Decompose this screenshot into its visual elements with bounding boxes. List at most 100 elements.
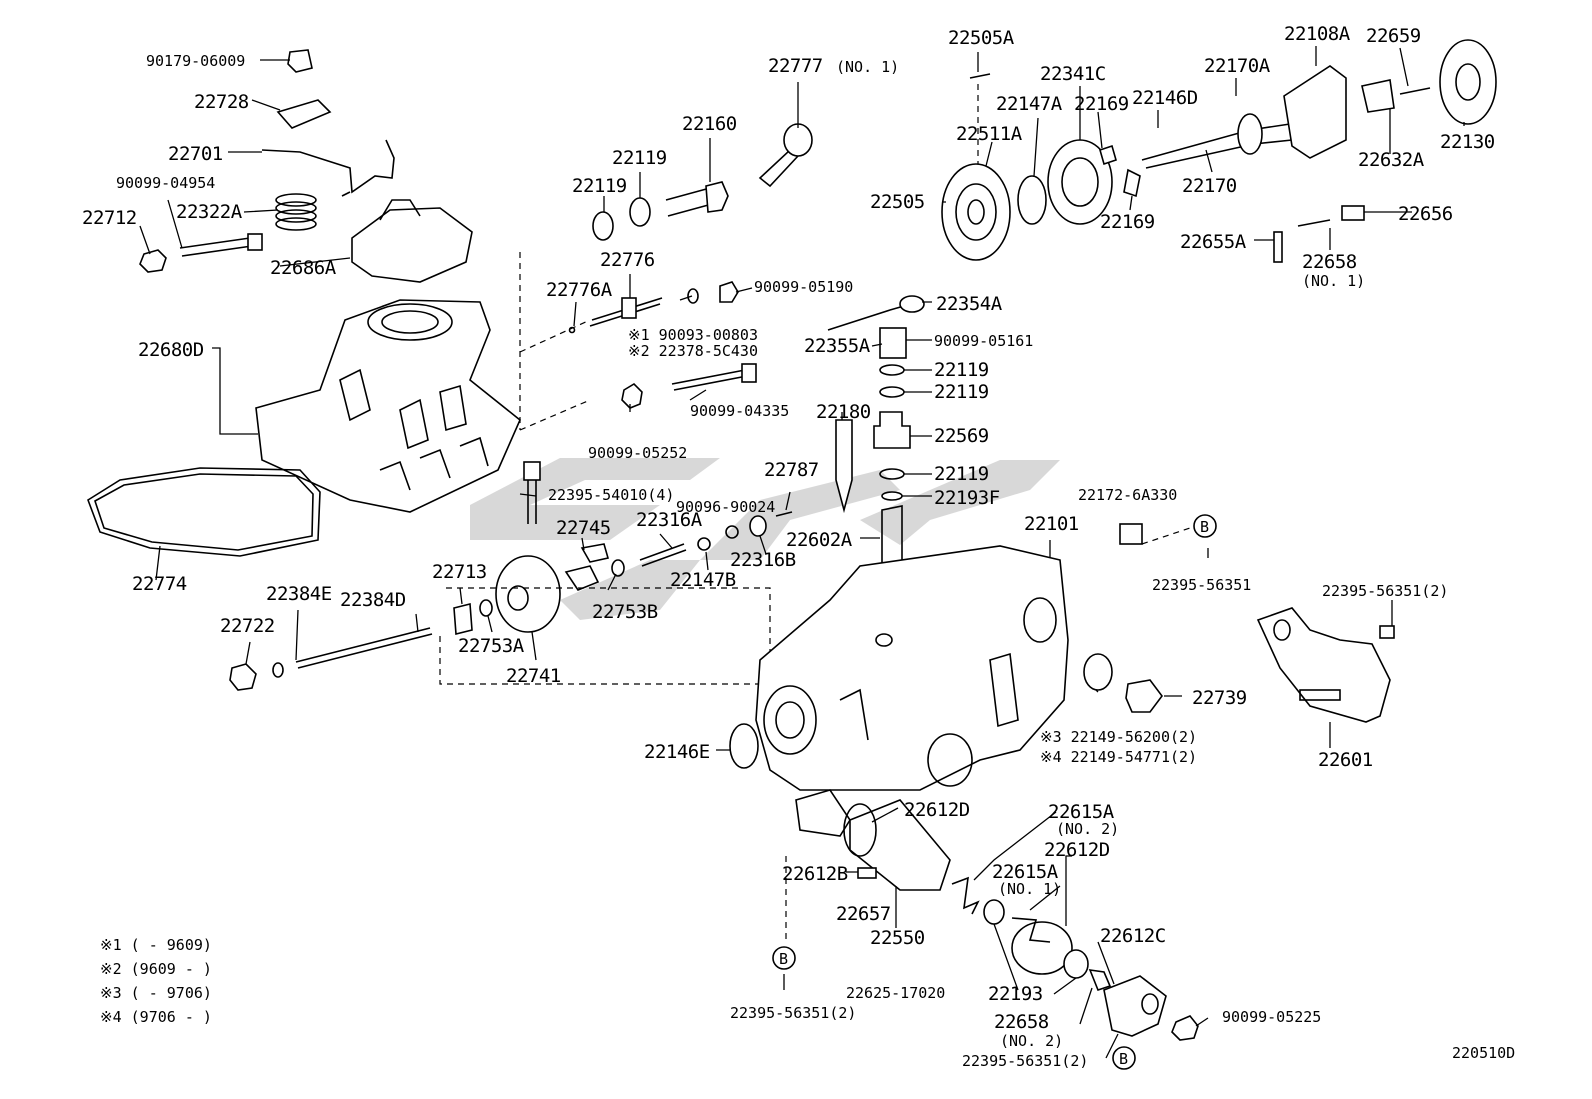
key-icon xyxy=(969,73,991,79)
callout: 22341C xyxy=(1040,63,1106,85)
bracket-icon xyxy=(261,139,395,197)
callout: 22505A xyxy=(948,27,1015,49)
banjo-bolt-icon xyxy=(1125,679,1163,713)
seal-icon xyxy=(1063,949,1089,979)
cover-lever-icon xyxy=(379,199,421,221)
ref-circle-icon xyxy=(1193,514,1217,538)
callout: 22753B xyxy=(592,601,658,623)
o-ring-icon xyxy=(881,491,903,501)
callout: 90099-05252 xyxy=(588,444,687,462)
callout: 22169 xyxy=(1074,93,1129,115)
link-rod-icon xyxy=(827,305,905,331)
pin-icon xyxy=(857,867,877,879)
callout: 22686A xyxy=(270,257,337,279)
spring-icon xyxy=(275,193,317,231)
part-group-pump-body xyxy=(729,295,1395,1041)
hex-nut-icon xyxy=(139,249,167,273)
o-ring-icon xyxy=(1011,921,1073,975)
callout: 22701 xyxy=(168,143,223,165)
callout: 22119 xyxy=(934,463,989,485)
ref-b-markers: B B B xyxy=(772,514,1217,1070)
screw-collar-icon xyxy=(621,297,637,319)
shaft-icon xyxy=(639,543,687,567)
callout: 22569 xyxy=(934,425,989,447)
lever-seal-icon xyxy=(783,123,813,157)
callout: 22612D xyxy=(904,799,970,821)
callout: 22172-6A330 xyxy=(1078,486,1177,504)
cap-icon xyxy=(899,295,925,313)
legend-line: ※1 ( - 9609) xyxy=(100,936,212,954)
gear-spacer-icon xyxy=(453,602,473,636)
callout: 22774 xyxy=(132,573,187,595)
callout: 90096-90024 xyxy=(676,498,775,516)
callout: 22170 xyxy=(1182,175,1237,197)
callout: 22787 xyxy=(764,459,819,481)
callout: 22146E xyxy=(644,741,710,763)
bolt-head-icon xyxy=(705,181,729,213)
callout: 22728 xyxy=(194,91,249,113)
callout: 90099-05225 xyxy=(1222,1008,1321,1026)
callout: 22119 xyxy=(572,175,627,197)
callout: 22316A xyxy=(636,509,703,531)
ref-b-label: B xyxy=(1119,1050,1128,1068)
callout: 22119 xyxy=(612,147,667,169)
callout: 90099-04954 xyxy=(116,174,215,192)
callout: 22193F xyxy=(934,487,1000,509)
hex-nut-icon xyxy=(1171,1015,1199,1041)
o-ring-icon xyxy=(568,326,576,334)
callout: 22395-56351(2) xyxy=(1322,582,1448,600)
callout: 22658 xyxy=(1302,251,1357,273)
washer-icon xyxy=(592,211,614,241)
bolt-head-icon xyxy=(741,363,757,383)
callout: 22612B xyxy=(782,863,848,885)
washer-icon xyxy=(687,288,699,304)
oil-seal-icon xyxy=(729,723,759,769)
callout: ※4 22149-54771(2) xyxy=(1040,748,1197,766)
callout: 22777 xyxy=(768,55,823,77)
o-ring-icon xyxy=(272,662,284,678)
callout: 22680D xyxy=(138,339,204,361)
bushing-icon xyxy=(749,515,767,537)
bracket-plate-icon xyxy=(1256,607,1391,723)
callout-note: (NO. 2) xyxy=(1056,820,1119,838)
callout: 90099-05161 xyxy=(934,332,1033,350)
callout: 22147A xyxy=(996,93,1063,115)
callout: 22146D xyxy=(1132,87,1198,109)
block-icon xyxy=(1341,205,1365,221)
callout: 22395-56351(2) xyxy=(730,1004,856,1022)
callout: 22712 xyxy=(82,207,137,229)
pump-housing-icon xyxy=(755,545,1069,791)
ref-circle-icon xyxy=(1112,1046,1136,1070)
legend-line: ※2 (9609 - ) xyxy=(100,960,212,978)
callout: 22776 xyxy=(600,249,655,271)
drive-shaft-icon xyxy=(1141,123,1293,169)
callout: 22354A xyxy=(936,293,1003,315)
seal-icon xyxy=(1017,175,1047,225)
bolt-icon xyxy=(671,369,748,391)
callout: 22147B xyxy=(670,569,736,591)
valve-stem-icon xyxy=(835,419,853,514)
callout: 22601 xyxy=(1318,749,1373,771)
plate-icon xyxy=(795,789,851,837)
callout: 22713 xyxy=(432,561,487,583)
spacer-icon xyxy=(1123,168,1141,198)
callout: 22632A xyxy=(1358,149,1425,171)
callout: 22739 xyxy=(1192,687,1247,709)
callout: 22180 xyxy=(816,401,871,423)
governor-housing-icon xyxy=(255,299,521,513)
callout: 22753A xyxy=(458,635,525,657)
plate-icon xyxy=(1103,975,1167,1037)
bolt-icon xyxy=(179,237,253,257)
callout: 22395-56351(2) xyxy=(962,1052,1088,1070)
callout: ※1 90093-00803 xyxy=(628,326,758,344)
callout: 90099-04335 xyxy=(690,402,789,420)
governor-shaft-icon xyxy=(295,627,433,669)
plug-icon xyxy=(879,327,907,359)
feed-pump-rotor-icon xyxy=(1439,39,1497,125)
coupling-icon xyxy=(1361,79,1395,113)
bracket-clip-icon xyxy=(1119,523,1143,545)
callout: 22602A xyxy=(786,529,853,551)
callout: ※2 22378-5C430 xyxy=(628,342,758,360)
collar-icon xyxy=(697,537,711,551)
pulley-icon xyxy=(941,163,1011,261)
